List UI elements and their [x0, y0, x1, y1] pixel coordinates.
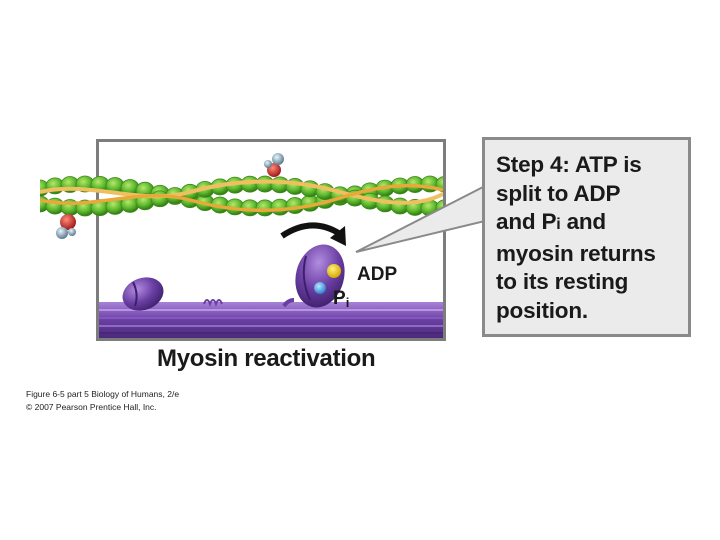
tropomyosin-strand [40, 179, 443, 205]
thick-filament [99, 302, 443, 338]
callout-line-2: split to ADP [496, 180, 621, 206]
phosphate-label: Pi [333, 288, 349, 310]
troponin-complex [56, 214, 76, 239]
callout-line-6: position. [496, 297, 588, 323]
callout-line-5: to its resting [496, 269, 629, 294]
callout-subscript: i [556, 216, 561, 233]
callout-line-4: myosin returns [496, 240, 656, 266]
diagram-caption: Myosin reactivation [157, 345, 376, 372]
callout-text: and P [496, 209, 557, 234]
movement-arrow [280, 222, 346, 246]
adp-molecule [327, 264, 341, 278]
figure-credit: Figure 6-5 part 5 Biology of Humans, 2/e [26, 389, 180, 399]
actin-filament [40, 175, 443, 217]
copyright-notice: © 2007 Pearson Prentice Hall, Inc. [26, 402, 157, 412]
step-callout-box: Step 4: ATP is split to ADP and Pi and m… [482, 137, 691, 337]
callout-line-1: Step 4: ATP is [496, 151, 680, 180]
troponin-complex [264, 153, 284, 177]
adp-label: ADP [357, 264, 397, 285]
myosin-head-left [122, 277, 164, 311]
phosphate-molecule [314, 282, 326, 294]
myosin-head-main [282, 244, 345, 308]
callout-text: and [560, 209, 607, 234]
tropomyosin-strand [40, 183, 443, 212]
callout-text: ATP is [574, 152, 642, 177]
callout-line-3: and Pi and [496, 208, 680, 240]
myosin-tail-bumps [203, 299, 223, 307]
step-label: Step 4: [496, 152, 570, 177]
